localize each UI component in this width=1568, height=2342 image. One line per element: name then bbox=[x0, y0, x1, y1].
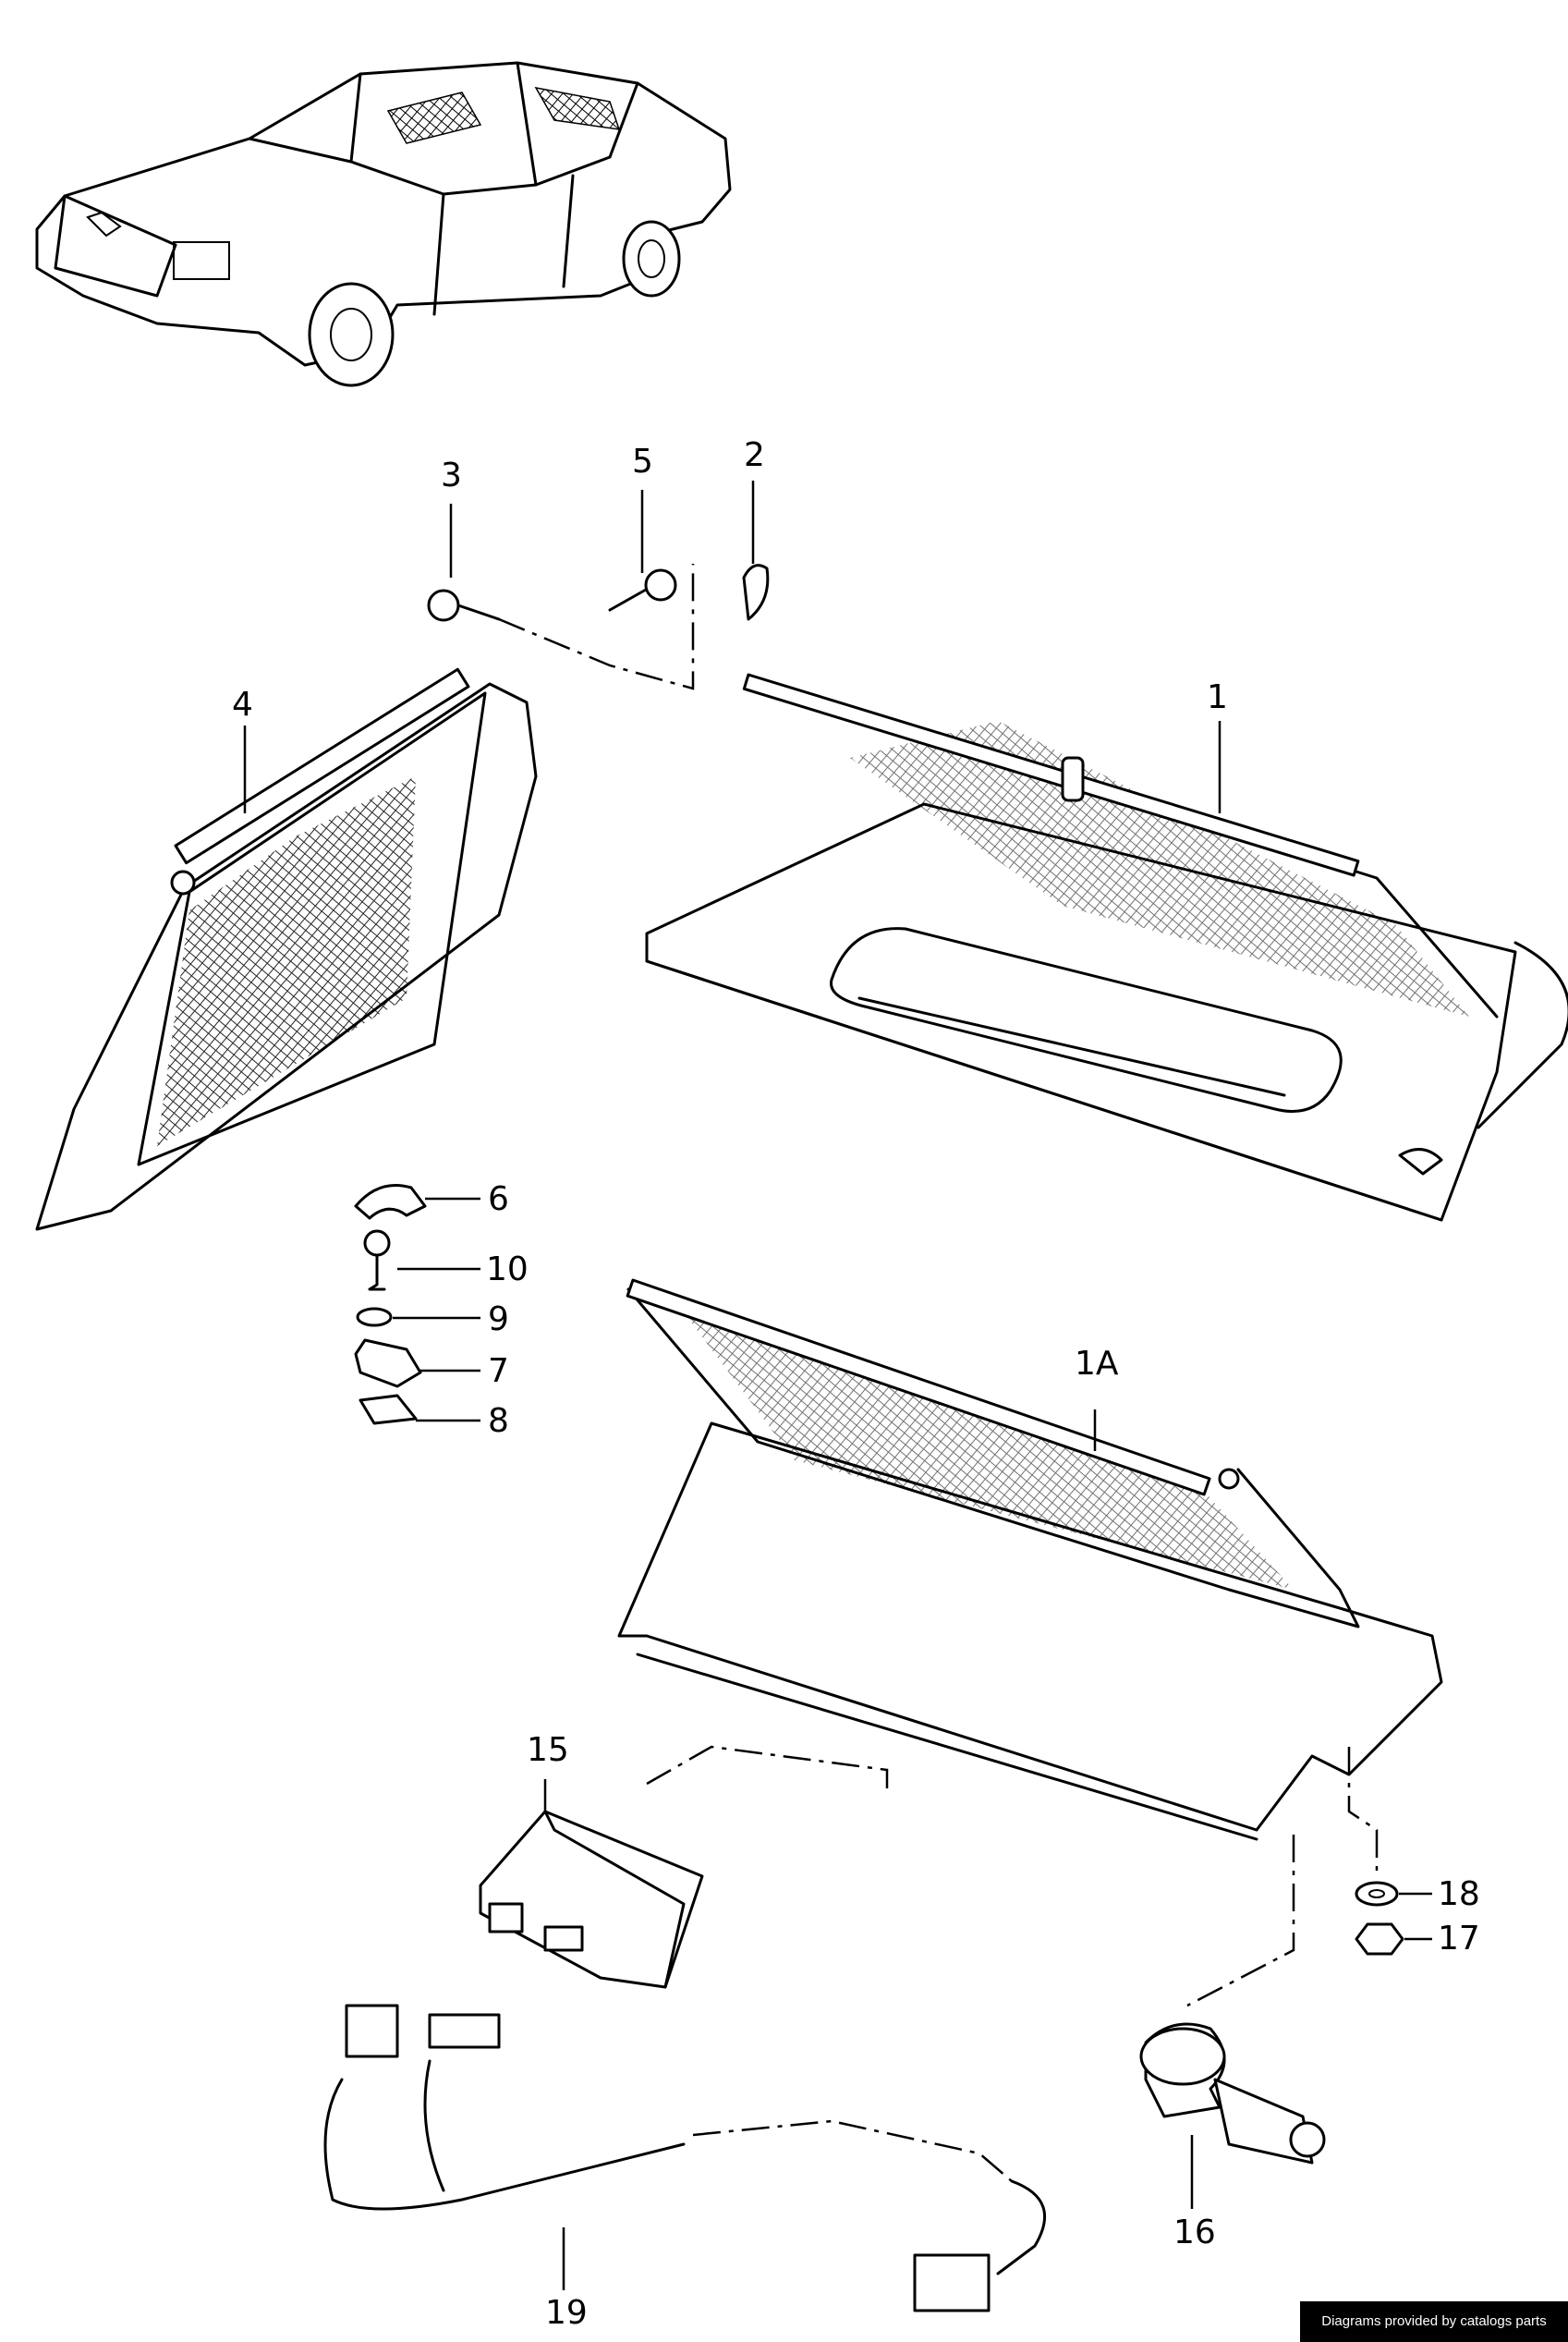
leader-lines bbox=[243, 481, 1432, 2290]
callout-19: 19 bbox=[545, 2294, 588, 2332]
callout-9: 9 bbox=[488, 1300, 509, 1338]
side-window-sunblind bbox=[35, 667, 538, 1231]
control-unit bbox=[479, 1810, 704, 1989]
callout-18: 18 bbox=[1438, 1875, 1480, 1913]
callout-1a: 1A bbox=[1075, 1345, 1119, 1383]
callout-10: 10 bbox=[486, 1250, 529, 1288]
callout-3: 3 bbox=[441, 457, 462, 494]
callout-4: 4 bbox=[232, 686, 253, 724]
callout-16: 16 bbox=[1173, 2214, 1216, 2251]
rear-shelf-trim bbox=[645, 673, 1568, 1222]
small-parts bbox=[354, 564, 770, 1425]
callout-6: 6 bbox=[488, 1180, 509, 1218]
callout-1: 1 bbox=[1207, 678, 1228, 716]
rear-shelf-electric-blind bbox=[617, 1278, 1443, 1841]
blind-motor bbox=[1139, 2022, 1326, 2165]
callout-2: 2 bbox=[744, 436, 765, 474]
callout-5: 5 bbox=[632, 443, 653, 481]
callout-7: 7 bbox=[488, 1352, 509, 1390]
car-illustration bbox=[35, 61, 732, 387]
callout-8: 8 bbox=[488, 1402, 509, 1440]
callout-17: 17 bbox=[1438, 1920, 1480, 1958]
credit-banner: Diagrams provided by catalogs parts bbox=[1300, 2301, 1568, 2342]
washer-and-nut bbox=[1355, 1881, 1404, 1956]
callout-15: 15 bbox=[527, 1731, 569, 1769]
wiring-harness bbox=[323, 2004, 1047, 2312]
